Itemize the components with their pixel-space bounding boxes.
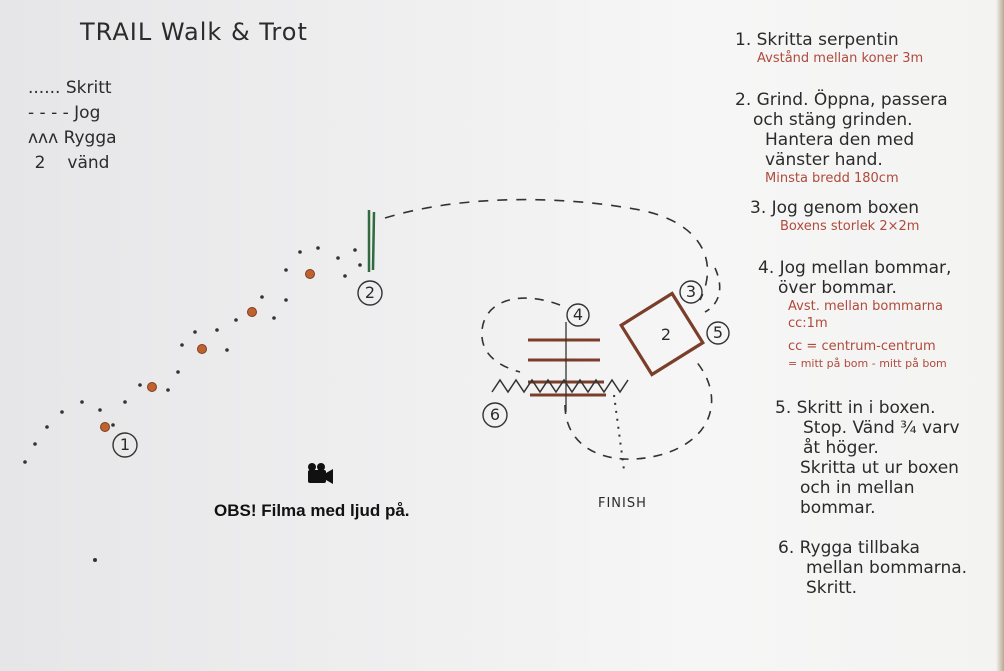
marker-6: 6 [489,405,501,424]
paper-edge [996,0,1004,671]
ground-poles [528,338,606,397]
finish-label: FINISH [598,496,647,511]
jog-path-gate-to-box [384,198,709,301]
step-5: 5. Skritt in i boxen. Stop. Vänd ¾ varv … [775,398,960,518]
jog-path-loop [704,267,721,313]
step-6: 6. Rygga tillbaka mellan bommarna. Skrit… [778,538,968,598]
cones [100,269,315,432]
step-4: 4. Jog mellan bommar, över bommar. Avst.… [758,258,952,370]
video-camera-icon [308,463,333,484]
step-1: 1. Skritta serpentin Avstånd mellan kone… [735,30,924,66]
number-markers [112,280,730,458]
legend-jog: - - - - Jog [28,103,101,123]
step-2: 2. Grind. Öppna, passera och stäng grind… [735,90,948,186]
step-3: 3. Jog genom boxen Boxens storlek 2×2m [750,198,920,234]
marker-5: 5 [712,323,724,342]
obs-note: OBS! Filma med ljud på. [214,501,410,520]
marker-4: 4 [572,305,584,324]
marker-2: 2 [364,283,376,302]
marker-1: 1 [119,435,131,454]
legend-vand: 2 vänd [34,153,110,173]
backup-zigzag [491,378,629,394]
legend-skritt: ...... Skritt [28,78,112,98]
jog-path-lower [564,359,713,460]
page-title: TRAIL Walk & Trot [80,18,308,46]
gate [367,210,376,272]
legend-rygga: ᴧᴧᴧ Rygga [28,128,117,148]
walk-exit-path [613,394,625,471]
box-turn-marker: 2 [660,325,672,344]
marker-3: 3 [685,282,697,301]
walk-path-dots [23,246,362,562]
box [618,291,706,377]
